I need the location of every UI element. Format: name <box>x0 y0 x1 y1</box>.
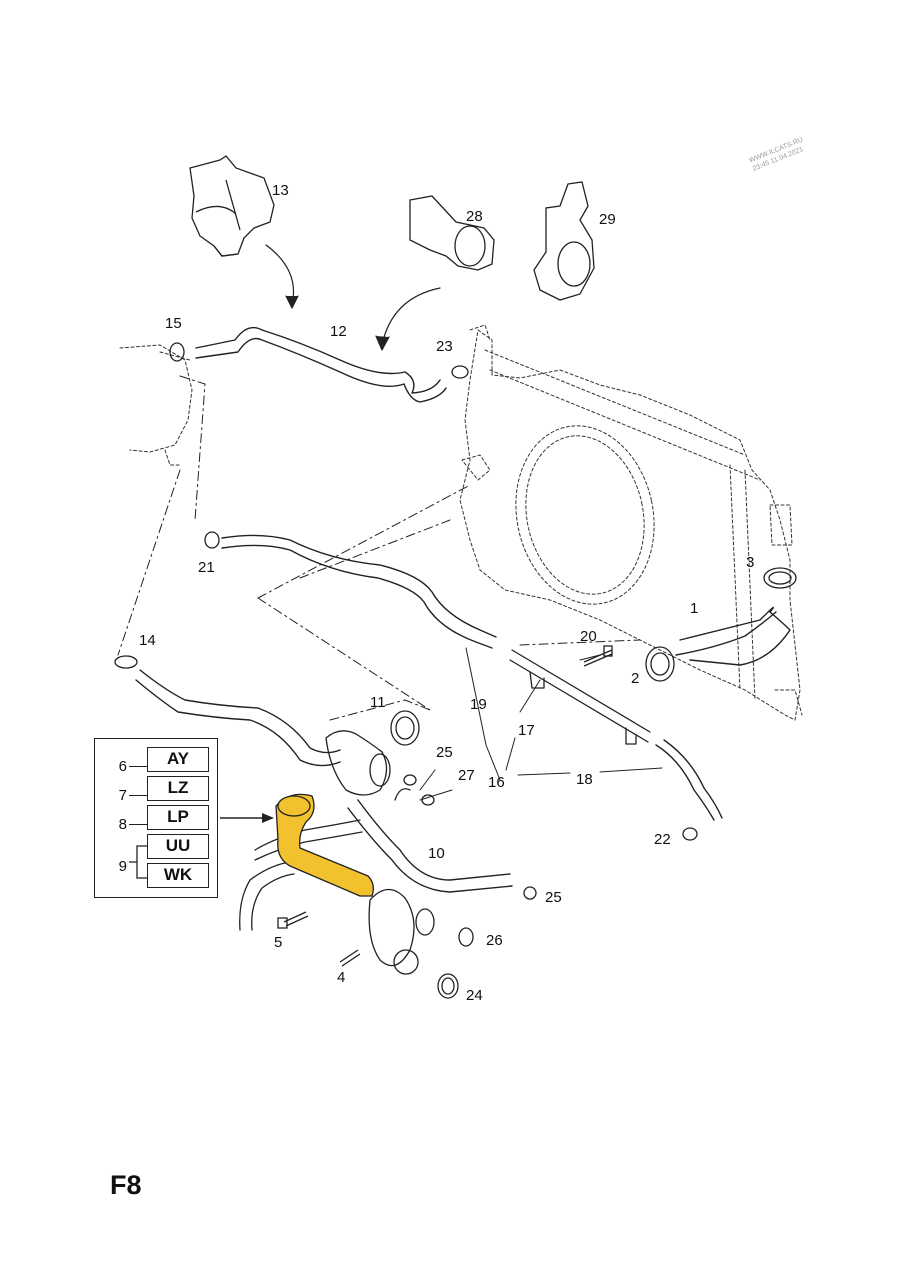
callout-20: 20 <box>580 628 597 645</box>
thermostat-housing <box>325 730 435 975</box>
callout-25: 25 <box>436 744 453 761</box>
legend-number: 6 <box>118 758 127 775</box>
legend-pointer-arrow <box>220 813 274 823</box>
pipe-17 <box>509 649 651 745</box>
callout-23: 23 <box>436 338 453 355</box>
legend-number: 8 <box>118 816 127 833</box>
expansion-tank-outline <box>119 344 193 466</box>
callout-29: 29 <box>599 211 616 228</box>
hose-18 <box>655 739 723 821</box>
callout-21: 21 <box>198 559 215 576</box>
radiator-outline <box>459 324 803 721</box>
lower-hoses <box>239 788 411 931</box>
legend-code-cell: AY <box>147 747 209 772</box>
clamps <box>114 342 797 999</box>
callout-4: 4 <box>337 969 346 986</box>
callout-16: 16 <box>488 774 505 791</box>
hose-21 <box>221 534 497 649</box>
callout-11: 11 <box>370 694 386 711</box>
legend-code-cell: UU <box>147 834 209 859</box>
pointer-arrows <box>265 244 441 351</box>
leader-lines <box>117 375 641 721</box>
callout-19: 19 <box>470 696 487 713</box>
legend-tick <box>129 795 147 796</box>
callout-28: 28 <box>466 208 483 225</box>
callout-13: 13 <box>272 182 289 199</box>
bracket-29 <box>533 181 595 301</box>
callout-26: 26 <box>486 932 503 949</box>
callout-25b: 25 <box>545 889 562 906</box>
hose-10 <box>347 799 513 893</box>
legend-tick <box>129 766 147 767</box>
callout-27: 27 <box>458 767 475 784</box>
callout-24: 24 <box>466 987 483 1004</box>
callout-17: 17 <box>518 722 535 739</box>
callout-10: 10 <box>428 845 445 862</box>
hose-1 <box>675 606 791 666</box>
variant-code-legend: 6 AY 7 LZ 8 LP 9 UU WK <box>94 738 218 898</box>
callout-3: 3 <box>746 554 755 571</box>
callout-18: 18 <box>576 771 593 788</box>
legend-number: 7 <box>118 787 127 804</box>
bracket-13 <box>189 155 275 257</box>
callout-15: 15 <box>165 315 182 332</box>
callout-22: 22 <box>654 831 671 848</box>
callout-14: 14 <box>139 632 156 649</box>
legend-code-cell: WK <box>147 863 209 888</box>
legend-bracket <box>129 845 147 879</box>
highlighted-coolant-pipe <box>275 793 374 897</box>
callout-2: 2 <box>631 670 640 687</box>
hose-14 <box>135 669 341 767</box>
legend-code-cell: LP <box>147 805 209 830</box>
hose-12 <box>195 326 447 403</box>
callout-12: 12 <box>330 323 347 340</box>
legend-tick <box>129 824 147 825</box>
callout-1: 1 <box>690 600 699 617</box>
legend-code-cell: LZ <box>147 776 209 801</box>
callout-5: 5 <box>274 934 283 951</box>
sheet-id: F8 <box>110 1170 142 1200</box>
legend-number: 9 <box>118 858 127 875</box>
bracket-28 <box>409 195 495 271</box>
callout-leaders <box>419 647 663 801</box>
